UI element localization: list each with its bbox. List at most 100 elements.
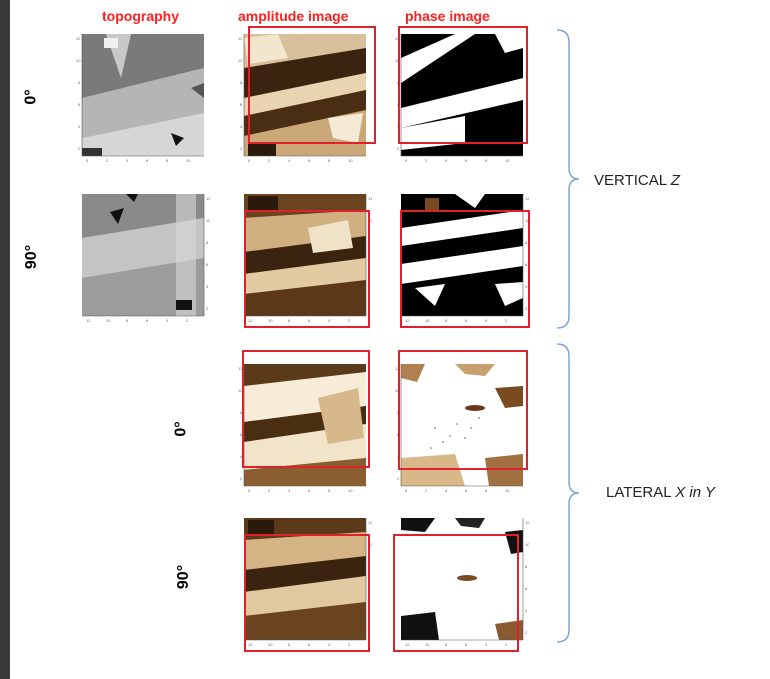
svg-text:2: 2	[397, 146, 400, 151]
svg-text:6: 6	[465, 158, 468, 163]
angle-label-row4: 90°	[175, 564, 193, 590]
amplitude-highlight-box-row4	[244, 534, 370, 652]
svg-text:10: 10	[238, 58, 243, 63]
svg-text:10: 10	[368, 542, 372, 547]
svg-text:2: 2	[505, 318, 508, 323]
svg-text:10: 10	[505, 488, 510, 493]
svg-text:6: 6	[465, 488, 468, 493]
svg-text:12: 12	[405, 642, 410, 647]
svg-text:10: 10	[206, 218, 210, 223]
svg-text:6: 6	[465, 318, 468, 323]
amplitude-highlight-box-row2	[244, 210, 370, 328]
amplitude-highlight-box-row1	[248, 26, 376, 144]
svg-text:12: 12	[368, 196, 372, 201]
svg-text:10: 10	[395, 388, 400, 393]
phase-header: phase image	[405, 8, 490, 24]
svg-text:4: 4	[525, 284, 528, 289]
phase-highlight-box-row4	[393, 534, 519, 652]
svg-text:8: 8	[445, 318, 448, 323]
svg-text:6: 6	[465, 642, 468, 647]
svg-text:10: 10	[425, 642, 430, 647]
svg-text:4: 4	[126, 158, 129, 163]
svg-text:8: 8	[328, 488, 331, 493]
svg-text:12: 12	[395, 36, 400, 41]
phase-highlight-box-row1	[398, 26, 528, 144]
svg-text:12: 12	[525, 196, 529, 201]
svg-text:4: 4	[78, 124, 81, 129]
svg-text:10: 10	[76, 58, 81, 63]
svg-text:12: 12	[405, 318, 410, 323]
vertical-brace	[556, 29, 580, 329]
svg-text:8: 8	[166, 158, 169, 163]
svg-text:10: 10	[186, 158, 191, 163]
svg-text:2: 2	[425, 488, 428, 493]
svg-text:6: 6	[308, 318, 311, 323]
svg-text:2: 2	[186, 318, 189, 323]
svg-text:8: 8	[328, 158, 331, 163]
svg-text:6: 6	[78, 102, 81, 107]
vertical-label-prefix: VERTICAL	[594, 172, 667, 189]
svg-text:10: 10	[348, 488, 353, 493]
svg-text:2: 2	[240, 146, 243, 151]
svg-text:6: 6	[308, 642, 311, 647]
svg-text:10: 10	[268, 642, 273, 647]
svg-text:4: 4	[328, 642, 331, 647]
lateral-label: LATERAL X in Y	[606, 484, 715, 501]
svg-text:8: 8	[525, 564, 528, 569]
amplitude-highlight-box-row3	[242, 350, 370, 468]
svg-text:12: 12	[248, 642, 253, 647]
svg-text:10: 10	[268, 318, 273, 323]
svg-text:2: 2	[505, 642, 508, 647]
svg-text:2: 2	[78, 146, 81, 151]
svg-text:0: 0	[248, 158, 251, 163]
svg-text:2: 2	[348, 642, 351, 647]
lateral-label-prefix: LATERAL	[606, 484, 672, 501]
svg-text:8: 8	[485, 158, 488, 163]
svg-text:0: 0	[405, 488, 408, 493]
svg-text:4: 4	[288, 158, 291, 163]
svg-text:4: 4	[485, 642, 488, 647]
svg-text:4: 4	[445, 488, 448, 493]
svg-text:10: 10	[106, 318, 111, 323]
svg-text:0: 0	[248, 488, 251, 493]
lateral-label-axis: X in Y	[675, 484, 715, 501]
svg-text:12: 12	[525, 520, 529, 525]
svg-text:10: 10	[525, 218, 529, 223]
svg-text:2: 2	[268, 158, 271, 163]
svg-text:6: 6	[146, 318, 149, 323]
svg-text:10: 10	[425, 318, 430, 323]
svg-text:10: 10	[395, 58, 400, 63]
svg-text:8: 8	[240, 80, 243, 85]
svg-text:10: 10	[348, 158, 353, 163]
svg-text:8: 8	[288, 318, 291, 323]
svg-text:4: 4	[288, 488, 291, 493]
svg-text:2: 2	[425, 158, 428, 163]
svg-text:2: 2	[106, 158, 109, 163]
angle-label-row3: 0°	[172, 421, 190, 437]
angle-label-row1: 0°	[22, 89, 40, 105]
svg-text:0: 0	[405, 158, 408, 163]
svg-text:8: 8	[525, 240, 528, 245]
svg-text:4: 4	[328, 318, 331, 323]
phase-highlight-box-row3	[398, 350, 528, 470]
topography-header: topography	[102, 8, 179, 24]
svg-text:10: 10	[505, 158, 510, 163]
lateral-brace	[556, 343, 580, 643]
svg-text:8: 8	[126, 318, 129, 323]
svg-text:8: 8	[78, 80, 81, 85]
svg-text:12: 12	[238, 366, 243, 371]
svg-text:4: 4	[240, 124, 243, 129]
svg-text:12: 12	[368, 520, 372, 525]
vertical-label: VERTICAL Z	[594, 172, 680, 189]
svg-text:4: 4	[525, 608, 528, 613]
svg-text:8: 8	[240, 410, 243, 415]
angle-label-row2: 90°	[23, 244, 41, 270]
